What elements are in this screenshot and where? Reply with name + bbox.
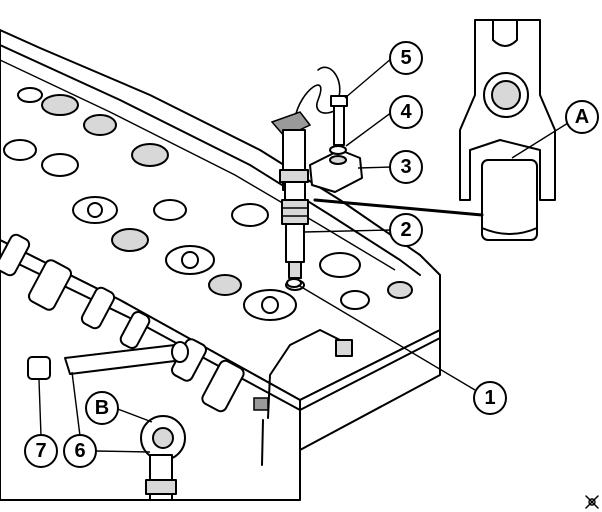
svg-text:7: 7	[35, 440, 46, 462]
injector	[270, 66, 342, 279]
port-openings	[0, 233, 245, 413]
svg-text:5: 5	[400, 47, 411, 69]
callout-4: 4	[389, 95, 423, 129]
svg-text:A: A	[575, 106, 589, 128]
corner-logo-icon	[585, 495, 599, 509]
svg-text:3: 3	[400, 156, 411, 178]
callout-7: 7	[24, 434, 58, 468]
svg-text:4: 4	[400, 101, 412, 123]
callout-a: A	[565, 100, 599, 134]
svg-text:1: 1	[484, 387, 495, 409]
callout-6: 6	[63, 434, 97, 468]
svg-text:B: B	[95, 397, 109, 419]
callout-b: B	[85, 391, 119, 425]
injector-seal-washer	[286, 278, 302, 288]
callout-1: 1	[473, 381, 507, 415]
clamp-washer	[329, 145, 347, 155]
hold-down-clamp	[309, 149, 363, 193]
detail-a-clamp-fork	[313, 19, 556, 241]
valve-bosses	[3, 87, 413, 321]
svg-text:2: 2	[400, 219, 411, 241]
clamp-bolt	[330, 95, 348, 146]
callout-5: 5	[389, 41, 423, 75]
loose-parts	[27, 341, 189, 501]
callout-3: 3	[389, 150, 423, 184]
fuel-pipe	[253, 329, 353, 466]
callout-leaders	[38, 57, 569, 453]
callout-2: 2	[389, 213, 423, 247]
svg-text:6: 6	[74, 440, 85, 462]
